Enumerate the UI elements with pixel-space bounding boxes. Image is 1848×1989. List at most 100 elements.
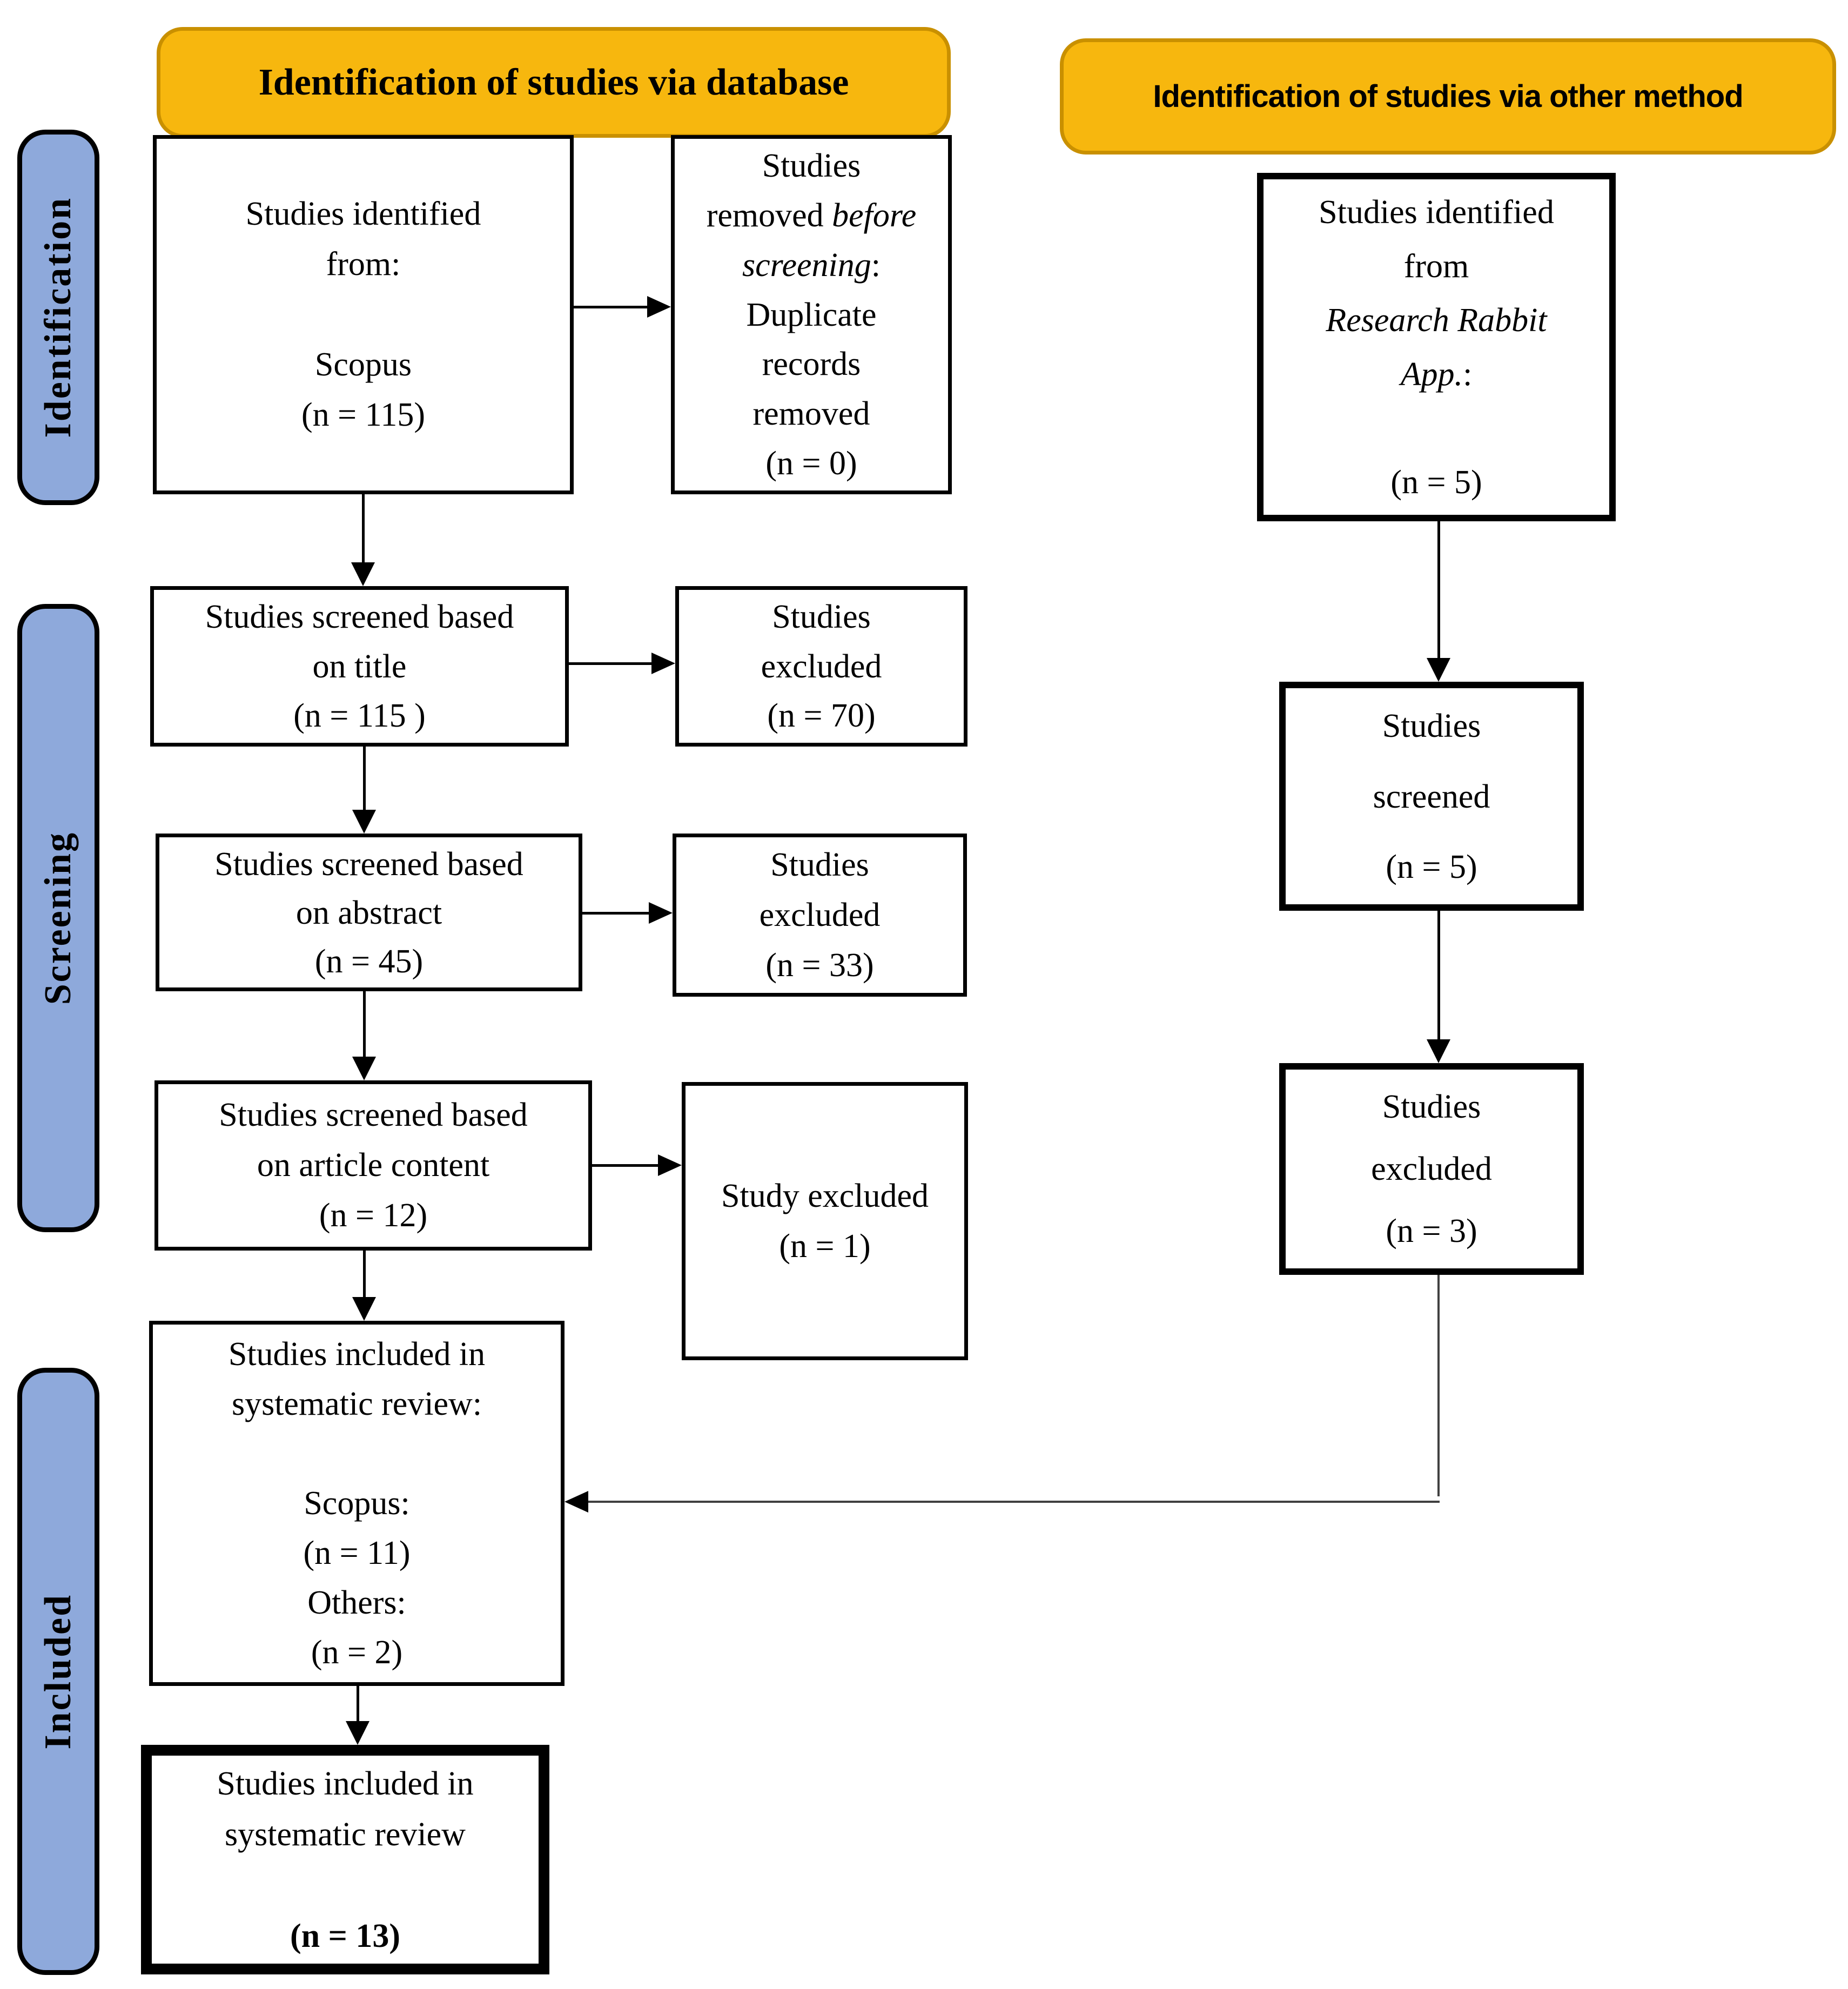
text-line: (n = 115 ) xyxy=(293,697,426,735)
text-line: (n = 3) xyxy=(1386,1212,1477,1249)
column-header-other-method-label: Identification of studies via other meth… xyxy=(1153,79,1743,114)
text-line: systematic review xyxy=(225,1816,466,1853)
arrow-identified-to-removed-line xyxy=(574,306,647,308)
text-line: on abstract xyxy=(295,895,442,931)
text-line: (n = 5) xyxy=(1390,463,1482,501)
arrow-other-identified-to-screened-head-icon xyxy=(1427,658,1450,682)
text-line: removed xyxy=(752,395,870,433)
text-line: Studies screened based xyxy=(219,1097,528,1133)
box-screened-other-method: Studies screened (n = 5) xyxy=(1279,682,1584,911)
text-line: (n = 2) xyxy=(311,1634,403,1671)
arrow-identified-to-removed-head-icon xyxy=(647,296,671,318)
arrow-title-to-excluded-line xyxy=(569,662,651,665)
text-line: (n = 1) xyxy=(779,1227,871,1265)
arrow-title-to-abstract-line xyxy=(363,747,366,811)
text-line: Studies xyxy=(1382,708,1481,744)
text-line: Duplicate xyxy=(746,296,877,333)
text-line: Scopus xyxy=(314,346,412,383)
stage-bar-identification: Identification xyxy=(17,130,99,505)
text-line: excluded xyxy=(761,648,882,685)
text-line: excluded xyxy=(759,896,881,933)
arrow-abstract-to-article-head-icon xyxy=(352,1057,376,1080)
text-line: (n = 70) xyxy=(767,697,876,735)
text-line: Studies screened based xyxy=(205,599,514,635)
arrow-article-to-excluded-line xyxy=(592,1164,658,1167)
stage-label-identification: Identification xyxy=(37,197,79,438)
column-header-database: Identification of studies via database xyxy=(157,27,951,138)
connector-other-to-breakdown-vertical xyxy=(1437,1275,1440,1496)
text-line: Study excluded xyxy=(721,1177,929,1214)
box-screened-abstract: Studies screened based on abstract (n = 45… xyxy=(156,834,582,991)
arrow-other-screened-to-excluded-head-icon xyxy=(1427,1039,1450,1063)
arrow-article-to-excluded-head-icon xyxy=(658,1154,682,1176)
arrow-abstract-to-excluded-line xyxy=(582,912,649,915)
column-header-other-method: Identification of studies via other meth… xyxy=(1060,38,1836,154)
text-line: (n = 12) xyxy=(319,1197,428,1234)
arrow-article-to-breakdown-head-icon xyxy=(352,1297,376,1321)
box-excluded-other-method: Studies excluded (n = 3) xyxy=(1279,1063,1584,1275)
column-header-database-label: Identification of studies via database xyxy=(258,61,849,103)
text-line: on article content xyxy=(257,1147,490,1184)
text-line: Studies screened based xyxy=(214,846,523,883)
stage-bar-screening: Screening xyxy=(17,604,99,1232)
arrow-article-to-breakdown-line xyxy=(363,1251,366,1298)
box-excluded-article-content: Study excluded (n = 1) xyxy=(682,1082,968,1360)
text-line: (n = 11) xyxy=(303,1535,411,1571)
text-line: records xyxy=(762,346,861,383)
text-line: (n = 115) xyxy=(301,397,425,433)
text-line: Studies xyxy=(770,846,869,883)
arrow-other-identified-to-screened-line xyxy=(1437,521,1440,659)
text-line: screening: xyxy=(742,246,881,284)
text-line: Others: xyxy=(307,1584,406,1621)
box-removed-before-screening: Studies removed before screening: Duplicate… xyxy=(671,135,952,494)
text-line: Research Rabbit xyxy=(1326,301,1547,339)
arrow-abstract-to-article-line xyxy=(363,991,366,1058)
text-line: (n = 0) xyxy=(765,445,857,482)
box-identified-scopus: Studies identified from: Scopus (n = 115) xyxy=(153,135,574,494)
arrow-identified-to-title-line xyxy=(362,494,365,563)
text-line: Studies identified xyxy=(245,196,481,232)
box-screened-article-content: Studies screened based on article content… xyxy=(154,1080,592,1251)
connector-other-to-breakdown-horizontal xyxy=(587,1501,1440,1503)
text-line xyxy=(341,1860,350,1911)
text-line: Studies xyxy=(772,599,871,635)
text-line: (n = 13) xyxy=(290,1917,401,1954)
text-line xyxy=(359,290,368,340)
arrow-breakdown-to-final-line xyxy=(357,1686,359,1722)
text-line: Studies included in xyxy=(217,1765,474,1802)
text-line: Studies included in xyxy=(228,1336,486,1373)
box-included-final: Studies included in systematic review (n … xyxy=(141,1745,549,1974)
text-line: on title xyxy=(312,648,407,685)
stage-label-screening: Screening xyxy=(37,831,79,1005)
text-line: systematic review: xyxy=(231,1386,482,1422)
text-line: from xyxy=(1403,247,1469,285)
text-line xyxy=(1432,401,1441,455)
text-line: Studies xyxy=(762,147,861,184)
text-line: removed before xyxy=(706,197,917,234)
arrow-identified-to-title-head-icon xyxy=(351,562,375,586)
arrow-title-to-abstract-head-icon xyxy=(352,810,376,834)
text-line: App.: xyxy=(1400,355,1473,393)
box-screened-title: Studies screened based on title (n = 115 ) xyxy=(150,586,569,747)
arrow-breakdown-to-final-head-icon xyxy=(346,1721,369,1745)
text-line: (n = 33) xyxy=(765,946,874,984)
text-line: excluded xyxy=(1371,1150,1492,1187)
text-line: Studies identified xyxy=(1319,193,1554,231)
arrow-title-to-excluded-head-icon xyxy=(651,653,675,674)
text-line: screened xyxy=(1373,778,1490,815)
text-line: Studies xyxy=(1382,1088,1481,1125)
box-excluded-title: Studies excluded (n = 70) xyxy=(675,586,967,747)
text-line: (n = 5) xyxy=(1386,849,1477,886)
connector-other-to-breakdown-head-icon xyxy=(565,1491,588,1513)
box-excluded-abstract: Studies excluded (n = 33) xyxy=(673,834,967,997)
stage-label-included: Included xyxy=(37,1593,79,1750)
text-line xyxy=(353,1429,361,1479)
text-line: from: xyxy=(326,246,401,283)
text-line: (n = 45) xyxy=(314,943,424,980)
arrow-abstract-to-excluded-head-icon xyxy=(649,902,673,924)
arrow-other-screened-to-excluded-line xyxy=(1437,911,1440,1040)
stage-bar-included: Included xyxy=(17,1368,99,1975)
